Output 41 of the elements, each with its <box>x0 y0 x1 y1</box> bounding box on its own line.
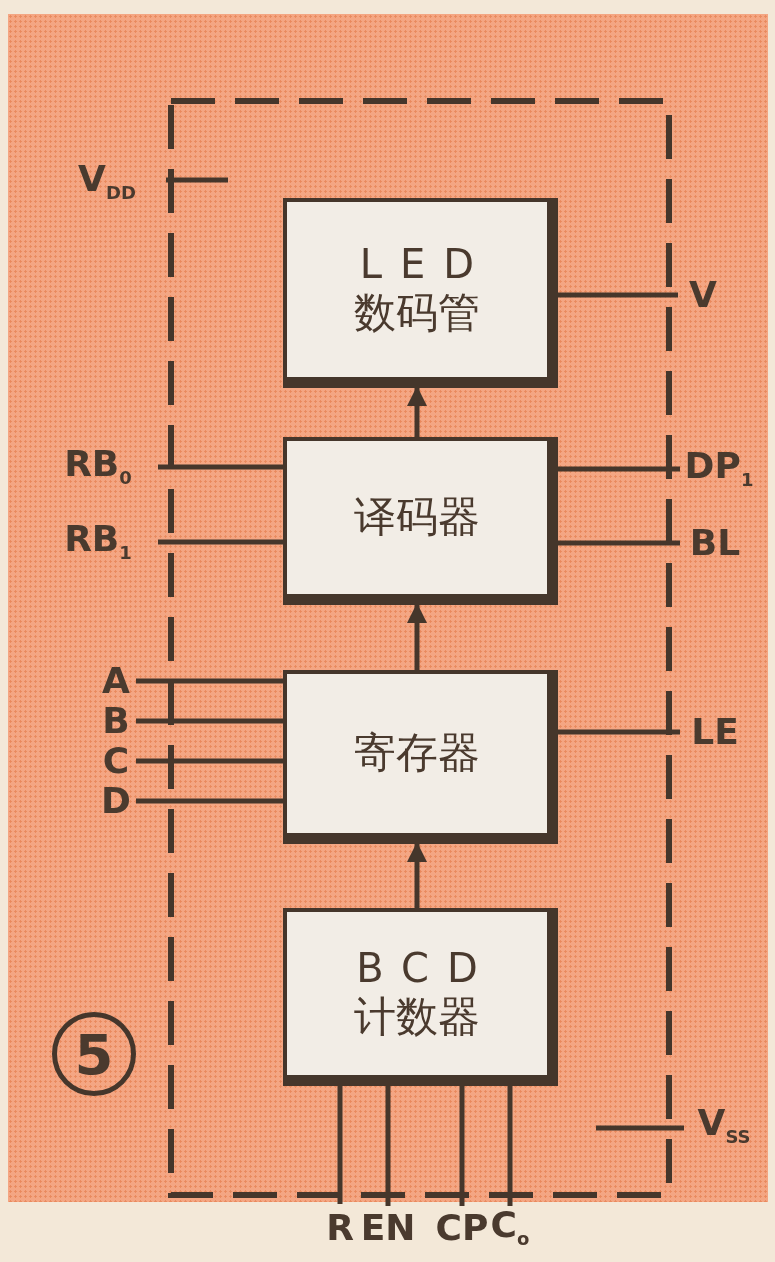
pin-line <box>385 1086 391 1206</box>
pin-line <box>136 678 283 684</box>
pin-line <box>507 1086 513 1206</box>
pin-line <box>166 177 228 183</box>
pin-label: CP <box>438 1206 486 1250</box>
function-block: 译码器 <box>283 437 558 605</box>
function-block: BCD 计数器 <box>283 908 558 1086</box>
pin-label: D <box>96 783 136 819</box>
arrow <box>407 386 427 437</box>
pin-line <box>136 758 283 764</box>
pin-label: A <box>96 663 136 699</box>
pin-label: B <box>96 703 136 739</box>
function-block: 寄存器 <box>283 670 558 844</box>
pin-line <box>558 540 680 546</box>
pin-line <box>158 539 283 545</box>
figure-number: 5 <box>52 1012 136 1096</box>
pin-label: RB$_{0}$ <box>38 442 158 492</box>
pin-line <box>558 729 680 735</box>
pin-line <box>337 1086 343 1204</box>
pin-line <box>459 1086 465 1206</box>
pin-label: V$_{SS}$ <box>684 1100 764 1152</box>
function-block: LED 数码管 <box>283 198 558 388</box>
pin-label: V <box>678 270 728 320</box>
pin-line <box>158 464 283 470</box>
pin-label: V$_{DD}$ <box>48 158 166 206</box>
pin-label: LE <box>680 707 750 757</box>
pin-label: C <box>96 743 136 779</box>
pin-line <box>136 798 283 804</box>
chip-outline <box>168 98 672 1198</box>
arrow <box>407 842 427 908</box>
pin-label: BL <box>680 518 750 568</box>
pin-label: DP$_{1}$ <box>680 444 758 494</box>
pin-line <box>558 466 680 472</box>
pin-label: RB$_{1}$ <box>38 517 158 567</box>
pin-line <box>596 1125 684 1131</box>
pin-label: C$_{o}$ <box>486 1206 534 1250</box>
pin-line <box>136 718 283 724</box>
pin-label: EN <box>366 1206 410 1250</box>
pin-label: R <box>318 1204 362 1252</box>
arrow <box>407 603 427 670</box>
pin-line <box>558 292 678 298</box>
